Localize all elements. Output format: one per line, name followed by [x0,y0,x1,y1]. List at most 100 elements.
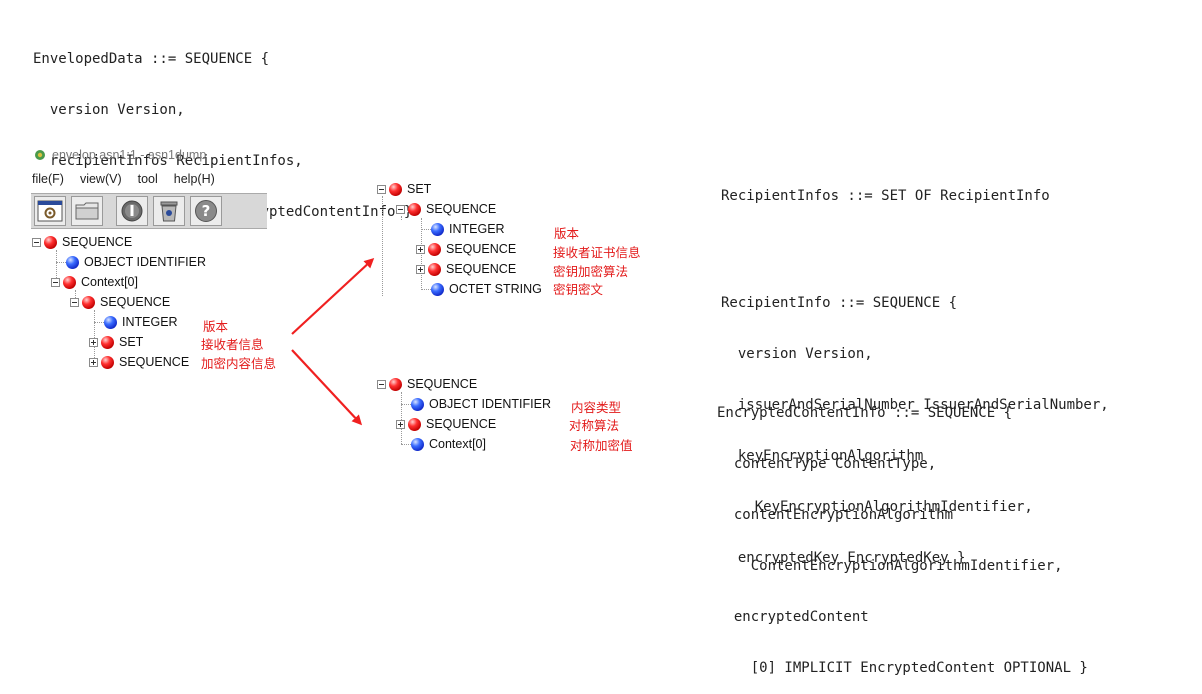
help-icon: ? [195,200,217,222]
tree-node-sequence[interactable]: SEQUENCE [396,199,496,219]
code-line: contentType ContentType, [717,456,937,472]
tree-node-context[interactable]: Context[0] [411,434,486,454]
code-line: [0] IMPLICIT EncryptedContent OPTIONAL } [717,660,1088,676]
menu-help[interactable]: help(H) [173,172,215,186]
arrow-to-content-subtree [291,349,363,426]
code-line: KeyEncryptionAlgorithmIdentifier, [721,499,1033,515]
tree-node-object-identifier[interactable]: OBJECT IDENTIFIER [411,394,551,414]
annotation-content-type: 内容类型 [571,401,622,415]
annotation-recipient-cert: 接收者证书信息 [553,246,641,260]
annotation-version: 版本 [554,227,580,241]
annotation-encrypted-content: 加密内容信息 [201,357,277,371]
arrow-to-set-subtree [291,257,375,335]
expand-toggle-icon[interactable] [89,357,98,367]
window-title-text: envelop.asn1:1 - asn1dump [52,148,207,162]
blue-node-icon [411,397,424,411]
node-label: SEQUENCE [426,202,497,216]
menu-view[interactable]: view(V) [79,172,122,186]
menu-tool[interactable]: tool [137,172,158,186]
collapse-toggle-icon[interactable] [70,297,79,307]
red-node-icon [428,262,441,276]
node-label: SEQUENCE [62,235,133,249]
trash-icon [160,201,178,222]
menu-file[interactable]: file(F) [32,172,64,186]
tree-node-sequence[interactable]: SEQUENCE [416,239,516,259]
code-line: encryptedContent [717,609,869,625]
expand-toggle-icon[interactable] [416,244,425,254]
red-node-icon [408,417,421,431]
collapse-toggle-icon[interactable] [377,184,386,194]
node-label: SEQUENCE [426,417,497,431]
tree-node-sequence[interactable]: SEQUENCE [396,414,496,434]
node-label: SEQUENCE [407,377,478,391]
node-label: SEQUENCE [119,355,190,369]
annotation-key-ciphertext: 密钥密文 [553,283,604,297]
tree-node-sequence[interactable]: SEQUENCE [89,352,189,372]
red-node-icon [408,202,421,216]
tree-node-set[interactable]: SET [89,332,143,352]
red-node-icon [82,295,95,309]
node-label: SEQUENCE [446,242,517,256]
collapse-toggle-icon[interactable] [377,379,386,389]
code-line: EncryptedContentInfo ::= SEQUENCE { [717,405,1013,421]
help-button[interactable]: ? [190,196,222,226]
tree-node-context[interactable]: Context[0] [51,272,138,292]
expand-toggle-icon[interactable] [416,264,425,274]
tree-node-integer[interactable]: INTEGER [431,219,505,239]
node-label: OCTET STRING [449,282,542,296]
node-label: Context[0] [429,437,486,451]
node-label: SET [119,335,144,349]
code-line: RecipientInfos ::= SET OF RecipientInfo [721,188,1050,204]
collapse-toggle-icon[interactable] [396,204,405,214]
power-icon [121,200,143,222]
code-line: EnvelopedData ::= SEQUENCE { [33,51,270,67]
code-line: ContentEncryptionAlgorithmIdentifier, [717,558,1063,574]
blue-node-icon [66,255,79,269]
node-label: OBJECT IDENTIFIER [84,255,207,269]
toolbar: ? [31,193,267,229]
app-icon [35,150,45,160]
trash-button[interactable] [153,196,185,226]
tree-node-integer[interactable]: INTEGER [104,312,178,332]
tree-node-set[interactable]: SET [377,179,431,199]
annotation-key-encryption-alg: 密钥加密算法 [553,265,629,279]
menu-bar: file(F) view(V) tool help(H) [32,172,215,186]
node-label: SEQUENCE [100,295,171,309]
blue-node-icon [431,222,444,236]
window-title: envelop.asn1:1 - asn1dump [34,148,206,162]
collapse-toggle-icon[interactable] [51,277,60,287]
code-line: version Version, [33,102,185,118]
red-node-icon [101,355,114,369]
folder-icon [75,202,99,220]
node-label: SET [407,182,432,196]
blue-node-icon [411,437,424,451]
node-label: SEQUENCE [446,262,517,276]
connector-arrows [291,257,375,426]
tree-node-sequence[interactable]: SEQUENCE [377,374,477,394]
node-label: Context[0] [81,275,138,289]
expand-toggle-icon[interactable] [89,337,98,347]
tree-node-sequence[interactable]: SEQUENCE [70,292,170,312]
code-line: keyEncryptionAlgorithm [721,448,924,464]
blue-node-icon [431,282,444,296]
svg-text:?: ? [202,202,211,220]
node-label: INTEGER [122,315,178,329]
blue-node-icon [104,315,117,329]
tree-node-sequence[interactable]: SEQUENCE [32,232,132,252]
expand-toggle-icon[interactable] [396,419,405,429]
open-folder-button[interactable] [71,196,103,226]
node-label: OBJECT IDENTIFIER [429,397,552,411]
tree-node-octet-string[interactable]: OCTET STRING [431,279,542,299]
red-node-icon [389,377,402,391]
power-button[interactable] [116,196,148,226]
code-line: issuerAndSerialNumber IssuerAndSerialNum… [721,397,1109,413]
annotation-recipients: 接收者信息 [201,338,264,352]
tree-node-object-identifier[interactable]: OBJECT IDENTIFIER [66,252,206,272]
annotation-symmetric-value: 对称加密值 [570,439,633,453]
tree-node-sequence[interactable]: SEQUENCE [416,259,516,279]
collapse-toggle-icon[interactable] [32,237,41,247]
settings-window-icon [37,200,63,222]
settings-button[interactable] [34,196,66,226]
red-node-icon [44,235,57,249]
red-node-icon [428,242,441,256]
